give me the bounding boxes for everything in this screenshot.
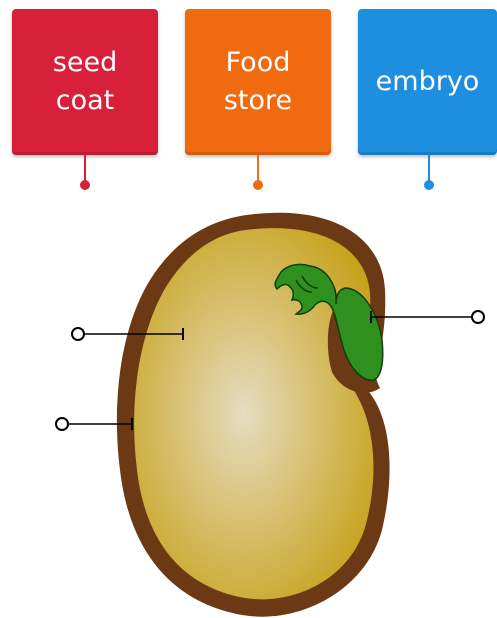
- drop-target-seed-coat[interactable]: [56, 418, 68, 430]
- endosperm-shape: [134, 228, 373, 599]
- drop-target-embryo[interactable]: [472, 311, 484, 323]
- leader-embryo: [371, 311, 472, 323]
- drop-target-food-store[interactable]: [72, 328, 84, 340]
